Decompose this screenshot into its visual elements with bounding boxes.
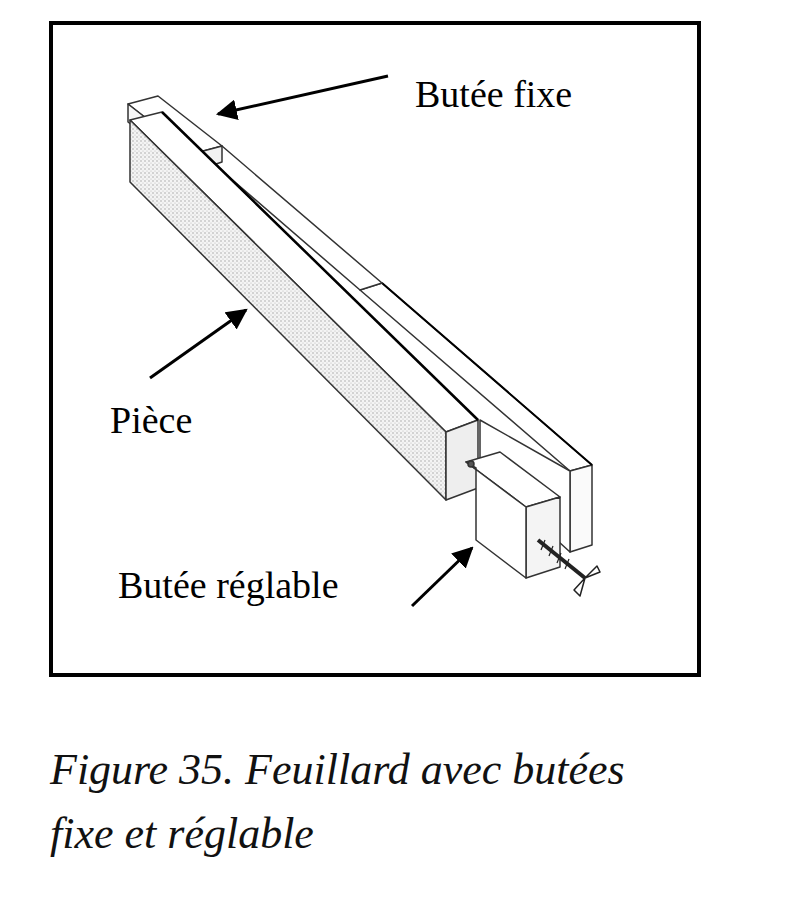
leader-arrows	[150, 76, 472, 606]
strip-end	[570, 465, 592, 552]
piece-top	[130, 112, 478, 432]
figure-caption: Figure 35. Feuillard avec butées fixe et…	[50, 738, 690, 866]
part-label: Butée réglable	[118, 563, 339, 607]
part-label: Butée fixe	[415, 72, 572, 116]
leader-arrow	[412, 548, 472, 606]
leader-arrow	[150, 310, 246, 378]
adjustable-stop-end	[526, 497, 560, 578]
piece-side	[130, 120, 446, 500]
wing-nut	[574, 566, 600, 596]
adjustable-stop-face	[466, 462, 526, 578]
strip-drawing	[128, 96, 600, 596]
part-label: Pièce	[110, 398, 192, 442]
leader-arrow	[218, 76, 388, 114]
bolt	[538, 540, 585, 578]
frame	[51, 23, 699, 675]
